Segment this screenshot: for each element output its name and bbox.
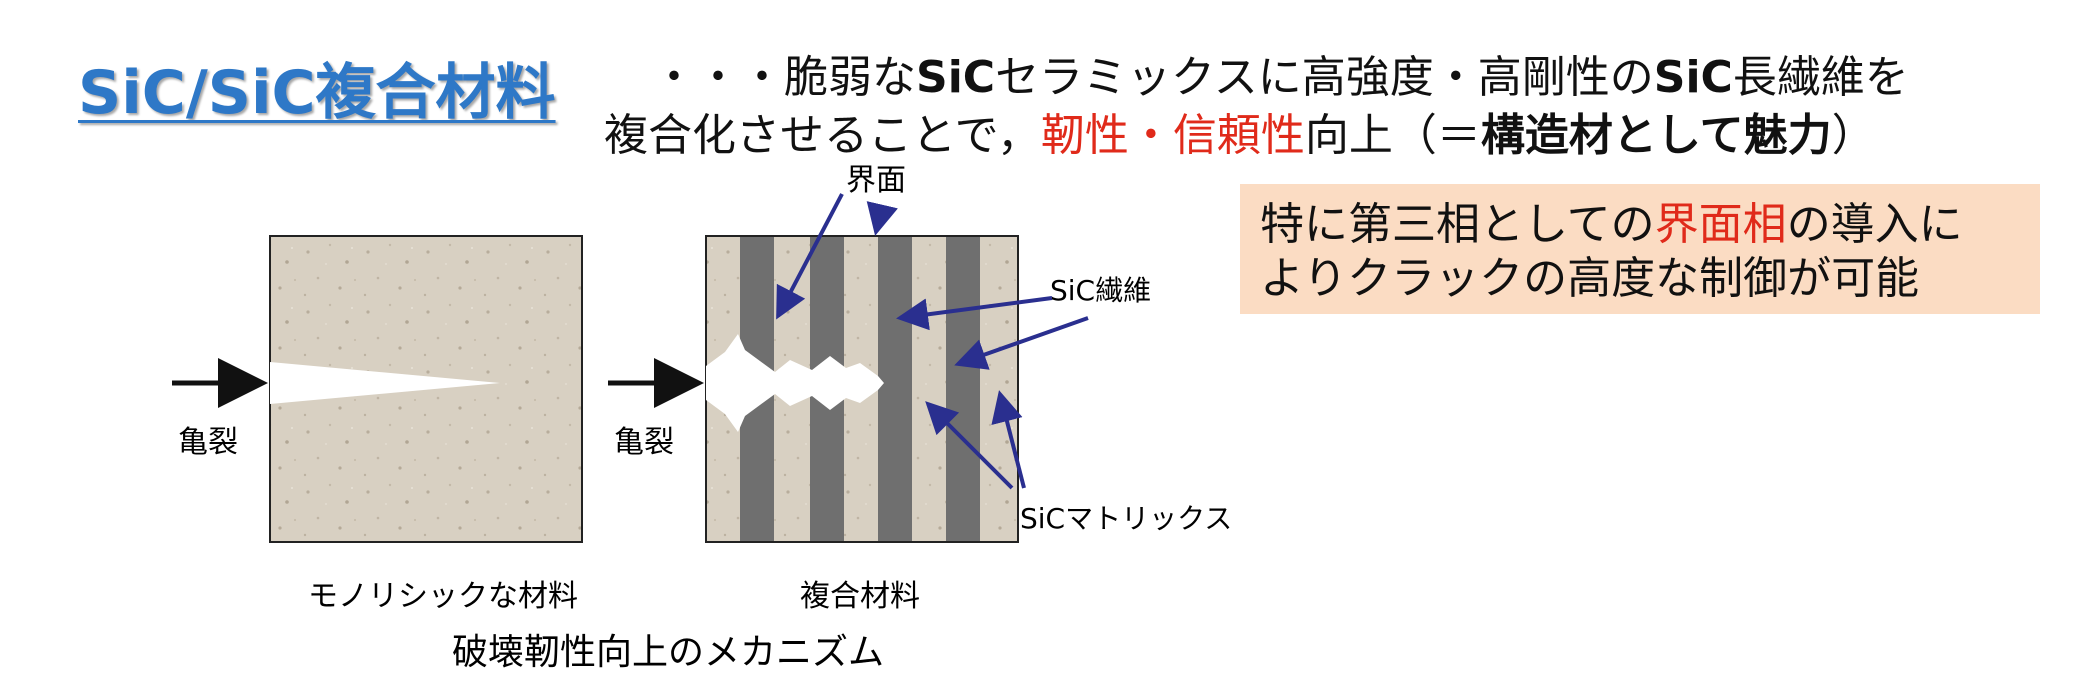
header-text: SiC [1653,52,1733,103]
sic-fiber [878,237,912,541]
header-text: SiC [916,52,996,103]
callout-highlight: 界面相 [1654,199,1787,250]
straight-crack [270,362,500,404]
crack-label-right: 亀裂 [614,425,674,460]
fiber-pointer [954,316,1089,370]
header-text: 向上（＝ [1304,110,1481,161]
caption-monolithic: モノリシックな材料 [308,579,578,614]
header-text: 複合化させることで， [604,110,1041,161]
header-text: 長繊維を [1732,52,1909,103]
interface-pointer [776,193,844,320]
matrix-pointer [925,401,1014,490]
sic-fiber [946,237,980,541]
matrix-pointer [991,390,1026,489]
callout-box: 特に第三相としての界面相の導入に よりクラックの高度な制御が可能 [1240,184,2040,314]
crack-label-left: 亀裂 [178,425,238,460]
header-line-2: 複合化させることで，靭性・信頼性向上（＝構造材として魅力） [604,114,1876,158]
header-text: ・・・脆弱な [652,52,916,103]
header-highlight: 靭性・信頼性 [1040,110,1305,161]
callout-text: の導入に [1786,199,1963,250]
header-text: セラミックスに高強度・高剛性の [995,52,1654,103]
caption-composite: 複合材料 [800,579,920,614]
header-text: 構造材として魅力 [1480,110,1832,161]
callout-line-2: よりクラックの高度な制御が可能 [1260,253,1920,304]
callout-line-1: 特に第三相としての界面相の導入に [1260,198,2040,252]
caption-mechanism: 破壊靭性向上のメカニズム [452,632,884,673]
matrix-label: SiCマトリックス [1020,502,1232,535]
fiber-pointer [896,296,1053,331]
callout-text: 特に第三相としての [1260,199,1655,250]
header-text: ） [1831,110,1876,161]
deflected-crack [706,334,884,432]
page-title: SiC/SiC複合材料 [78,58,556,128]
interface-label: 界面 [846,163,906,198]
fiber-label: SiC繊維 [1050,274,1151,307]
interface-pointer [866,201,898,236]
header-line-1: ・・・脆弱なSiCセラミックスに高強度・高剛性のSiC長繊維を [652,56,1909,100]
